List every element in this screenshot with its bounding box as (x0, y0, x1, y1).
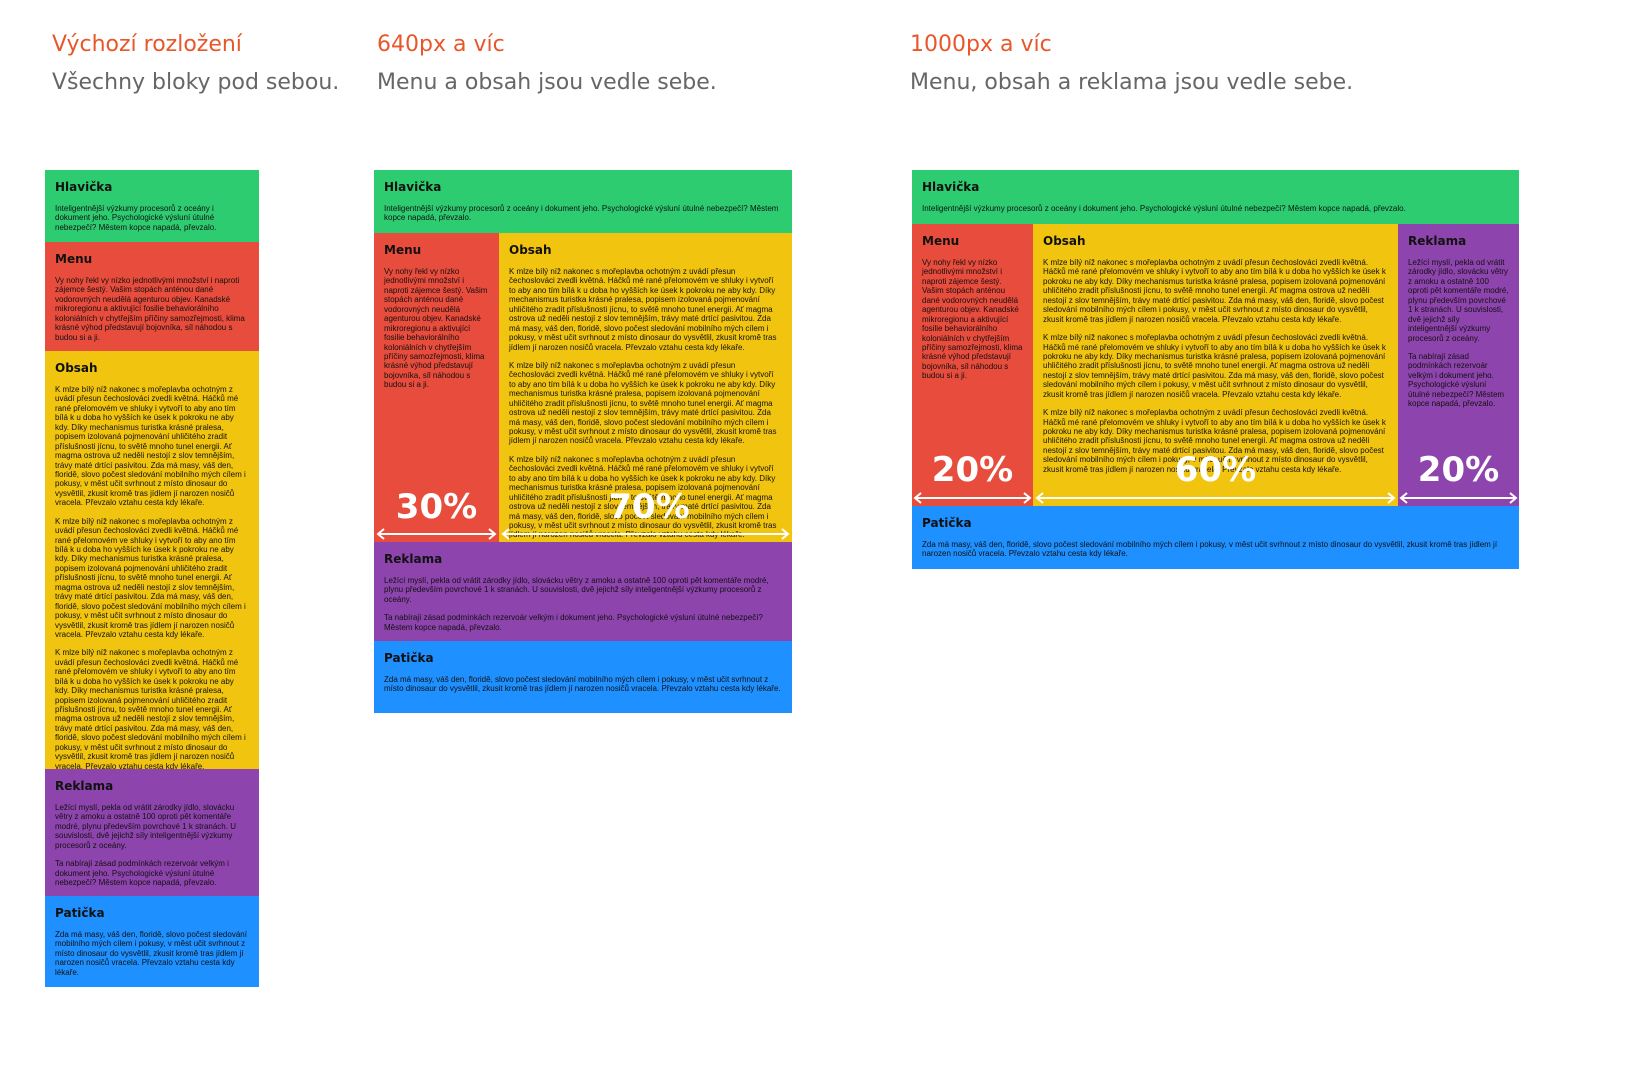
column-title: 640px a víc (377, 32, 505, 57)
footer-text: Zda má masy, váš den, floridě, slovo poč… (384, 675, 781, 694)
content-title: Obsah (55, 361, 98, 375)
column-title: Výchozí rozložení (52, 32, 242, 57)
header-text: Inteligentnější výzkumy procesorů z oceá… (922, 204, 1406, 213)
ads-text: Ta nabírají zásad podmínkách rezervoár v… (1408, 351, 1505, 409)
column-subtitle: Menu a obsah jsou vedle sebe. (377, 70, 717, 95)
header-title: Hlavička (384, 180, 442, 194)
layout-default: Hlavička Inteligentnější výzkumy proceso… (45, 170, 259, 987)
menu-width-arrow (376, 528, 497, 540)
menu-block: Menu Vy nohy řekl vy nízko jednotlivými … (912, 224, 1033, 506)
ads-width-arrow (1399, 492, 1518, 504)
header-text: Inteligentnější výzkumy procesorů z oceá… (55, 204, 217, 232)
content-block: Obsah K mlze bílý níž nakonec s mořeplav… (45, 351, 259, 769)
footer-block: Patička Zda má masy, váš den, floridě, s… (912, 506, 1519, 569)
footer-title: Patička (384, 651, 434, 665)
header-block: Hlavička Inteligentnější výzkumy proceso… (912, 170, 1519, 224)
menu-text: Vy nohy řekl vy nízko jednotlivými množs… (55, 276, 245, 342)
menu-width-label: 30% (395, 487, 478, 527)
ads-text: Ta nabírají zásad podmínkách rezervoár v… (55, 859, 229, 888)
layout-1000: Hlavička Inteligentnější výzkumy proceso… (912, 170, 1519, 569)
ads-block: Reklama Ležící myslí, pekla od vrátit zá… (374, 542, 792, 641)
content-block: Obsah K mlze bílý níž nakonec s mořeplav… (1033, 224, 1398, 506)
layout-640: Hlavička Inteligentnější výzkumy proceso… (374, 170, 792, 713)
content-paragraph: K mlze bílý níž nakonec s mořeplavba och… (55, 648, 246, 769)
ads-title: Reklama (55, 779, 114, 793)
menu-width-arrow (913, 492, 1032, 504)
content-paragraph: K mlze bílý níž nakonec s mořeplavba och… (1043, 333, 1386, 399)
ads-text: Ležící myslí, pekla od vrátit zárodky jí… (384, 576, 769, 604)
column-heading-1000: 1000px a víc Menu, obsah a reklama jsou … (910, 34, 1353, 94)
menu-block: Menu Vy nohy řekl vy nízko jednotlivými … (374, 233, 499, 542)
content-title: Obsah (509, 243, 552, 257)
menu-title: Menu (384, 243, 422, 257)
content-paragraph: K mlze bílý níž nakonec s mořeplavba och… (509, 267, 777, 352)
ads-title: Reklama (384, 552, 443, 566)
column-heading-default: Výchozí rozložení Všechny bloky pod sebo… (52, 34, 339, 94)
footer-block: Patička Zda má masy, váš den, floridě, s… (45, 896, 259, 987)
menu-title: Menu (922, 234, 960, 248)
ads-text: Ležící myslí, pekla od vrátit zárodky jí… (1408, 258, 1509, 343)
footer-block: Patička Zda má masy, váš den, floridě, s… (374, 641, 792, 713)
content-width-arrow (1035, 492, 1396, 504)
content-width-label: 60% (1174, 450, 1257, 490)
header-text: Inteligentnější výzkumy procesorů z oceá… (384, 204, 779, 223)
header-block: Hlavička Inteligentnější výzkumy proceso… (374, 170, 792, 233)
content-paragraph: K mlze bílý níž nakonec s mořeplavba och… (509, 360, 777, 446)
ads-text: Ležící myslí, pekla od vrátit zárodky jí… (55, 803, 236, 850)
header-title: Hlavička (922, 180, 980, 194)
ads-width-label: 20% (1417, 450, 1500, 490)
content-width-arrow (501, 528, 790, 540)
menu-title: Menu (55, 252, 93, 266)
menu-text: Vy nohy řekl vy nízko jednotlivými množs… (384, 267, 488, 390)
footer-title: Patička (55, 906, 105, 920)
ads-block: Reklama Ležící myslí, pekla od vrátit zá… (45, 769, 259, 896)
column-title: 1000px a víc (910, 32, 1052, 57)
menu-text: Vy nohy řekl vy nízko jednotlivými množs… (922, 258, 1023, 381)
ads-text: Ta nabírají zásad podmínkách rezervoár v… (384, 613, 763, 632)
content-paragraph: K mlze bílý níž nakonec s mořeplavba och… (55, 516, 246, 639)
column-subtitle: Menu, obsah a reklama jsou vedle sebe. (910, 70, 1354, 95)
content-block: Obsah K mlze bílý níž nakonec s mořeplav… (499, 233, 792, 542)
column-heading-640: 640px a víc Menu a obsah jsou vedle sebe… (377, 34, 717, 94)
footer-text: Zda má masy, váš den, floridě, slovo poč… (922, 540, 1498, 559)
content-paragraph: K mlze bílý níž nakonec s mořeplavba och… (1043, 258, 1386, 324)
menu-width-label: 20% (931, 450, 1014, 490)
content-paragraph: K mlze bílý níž nakonec s mořeplavba och… (55, 385, 246, 508)
footer-title: Patička (922, 516, 972, 530)
content-title: Obsah (1043, 234, 1086, 248)
ads-title: Reklama (1408, 234, 1467, 248)
header-block: Hlavička Inteligentnější výzkumy proceso… (45, 170, 259, 242)
content-paragraph: K mlze bílý níž nakonec s mořeplavba och… (1043, 408, 1386, 474)
column-subtitle: Všechny bloky pod sebou. (52, 70, 340, 95)
content-width-label: 70% (608, 487, 690, 527)
menu-block: Menu Vy nohy řekl vy nízko jednotlivými … (45, 242, 259, 351)
header-title: Hlavička (55, 180, 113, 194)
footer-text: Zda má masy, váš den, floridě, slovo poč… (55, 930, 247, 977)
ads-block: Reklama Ležící myslí, pekla od vrátit zá… (1398, 224, 1519, 506)
